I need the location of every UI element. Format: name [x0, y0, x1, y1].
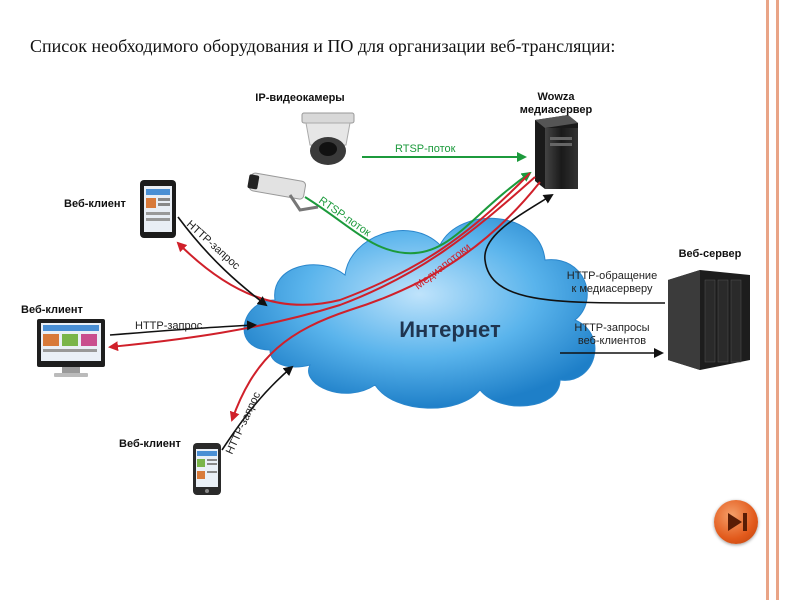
- play-next-icon: [728, 513, 747, 531]
- rtsp-diag-arrow: [304, 171, 532, 255]
- slide-border-line: [776, 0, 779, 600]
- wowza-server-icon: [535, 115, 578, 189]
- tablet-icon: [140, 180, 176, 238]
- web-client-tablet-label: Веб-клиент: [64, 198, 127, 210]
- web-client-desktop-label: Веб-клиент: [21, 304, 84, 316]
- smartphone-icon: [193, 443, 221, 495]
- next-slide-button[interactable]: [714, 500, 758, 544]
- http-clients-label-line1: HTTP-запросы: [574, 322, 649, 334]
- web-server-label: Веб-сервер: [679, 248, 742, 260]
- http-desktop-arrow: [109, 320, 257, 336]
- http-phone-arrow: [221, 365, 294, 451]
- ip-dome-camera-icon: [301, 112, 355, 165]
- wowza-label-line2: медиасервер: [520, 104, 593, 116]
- ip-bullet-camera-icon: [247, 172, 319, 212]
- http-media-label-line2: к медиасерверу: [571, 283, 653, 295]
- http-clients-label-line2: веб-клиентов: [578, 335, 646, 347]
- slide-title: Список необходимого оборудования и ПО дл…: [30, 36, 616, 56]
- web-server-rack-icon: [668, 270, 750, 370]
- cloud-label: Интернет: [399, 317, 501, 342]
- media-stream-desktop-arrow: [108, 176, 536, 352]
- wowza-label-line1: Wowza: [537, 91, 575, 103]
- media-stream-phone-arrow: [229, 181, 541, 422]
- media-stream-tablet-arrow: [176, 172, 531, 306]
- rtsp-diag-label: RTSP-поток: [316, 195, 373, 240]
- slide-border-line: [766, 0, 769, 600]
- internet-cloud: Интернет: [243, 217, 596, 409]
- http-phone-label: HTTP-запрос: [224, 390, 264, 456]
- http-desktop-label: HTTP-запрос: [135, 320, 203, 332]
- http-to-mediaserver-arrow: [484, 193, 666, 304]
- desktop-monitor-icon: [37, 319, 105, 377]
- http-tablet-arrow: [177, 216, 268, 307]
- http-media-label-line1: HTTP-обращение: [567, 270, 657, 282]
- http-tablet-label: HTTP-запрос: [184, 218, 242, 272]
- web-client-phone-label: Веб-клиент: [119, 438, 182, 450]
- ip-cameras-label: IP-видеокамеры: [255, 92, 344, 104]
- network-diagram: Интернет IP-видеокамеры Wowza медиасерве…: [21, 91, 750, 495]
- rtsp-top-label: RTSP-поток: [395, 143, 456, 155]
